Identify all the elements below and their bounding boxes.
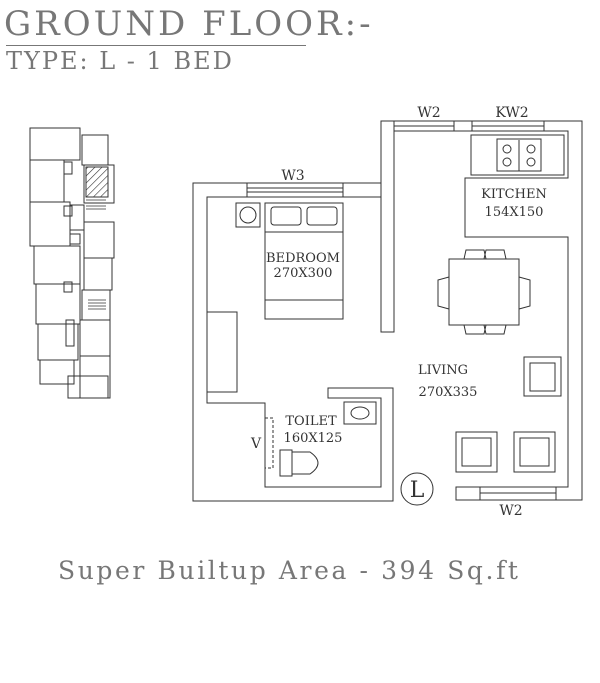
window-w2-bottom	[479, 486, 557, 501]
kitchen-name: KITCHEN	[481, 187, 547, 202]
key-plan-highlighted-unit	[85, 166, 109, 198]
bedroom-size: 270X300	[274, 266, 333, 281]
armchair-left	[455, 431, 498, 473]
living-name: LIVING	[418, 363, 468, 378]
key-plan	[29, 127, 115, 399]
window-w2-top-label: W2	[417, 105, 440, 121]
dining-table	[437, 249, 531, 335]
unit-marker-label: L	[410, 478, 425, 503]
armchair-right	[523, 356, 562, 397]
ventilator-v	[264, 417, 274, 469]
window-kw2	[471, 120, 545, 132]
wash-basin	[343, 401, 377, 425]
bed	[264, 202, 344, 320]
window-w3	[246, 182, 344, 198]
armchair-middle	[513, 431, 556, 473]
kitchen-counter	[470, 134, 565, 176]
toilet-name: TOILET	[285, 414, 337, 429]
toilet-size: 160X125	[284, 431, 343, 446]
living-size: 270X335	[419, 385, 478, 400]
unit-marker-circle	[400, 472, 434, 506]
window-w2-top	[393, 120, 455, 132]
wc	[279, 449, 319, 477]
window-w2-bottom-label: W2	[499, 503, 522, 519]
window-w3-label: W3	[281, 168, 304, 184]
ventilator-v-label: V	[250, 436, 262, 452]
bedroom-name: BEDROOM	[266, 251, 340, 266]
kitchen-size: 154X150	[485, 205, 544, 220]
super-builtup-area: Super Builtup Area - 394 Sq.ft	[58, 556, 521, 585]
window-kw2-label: KW2	[495, 105, 528, 121]
title-underline	[6, 45, 306, 46]
page-title: GROUND FLOOR:-	[4, 4, 374, 44]
side-table	[235, 202, 261, 228]
unit-type: TYPE: L - 1 BED	[6, 47, 234, 75]
